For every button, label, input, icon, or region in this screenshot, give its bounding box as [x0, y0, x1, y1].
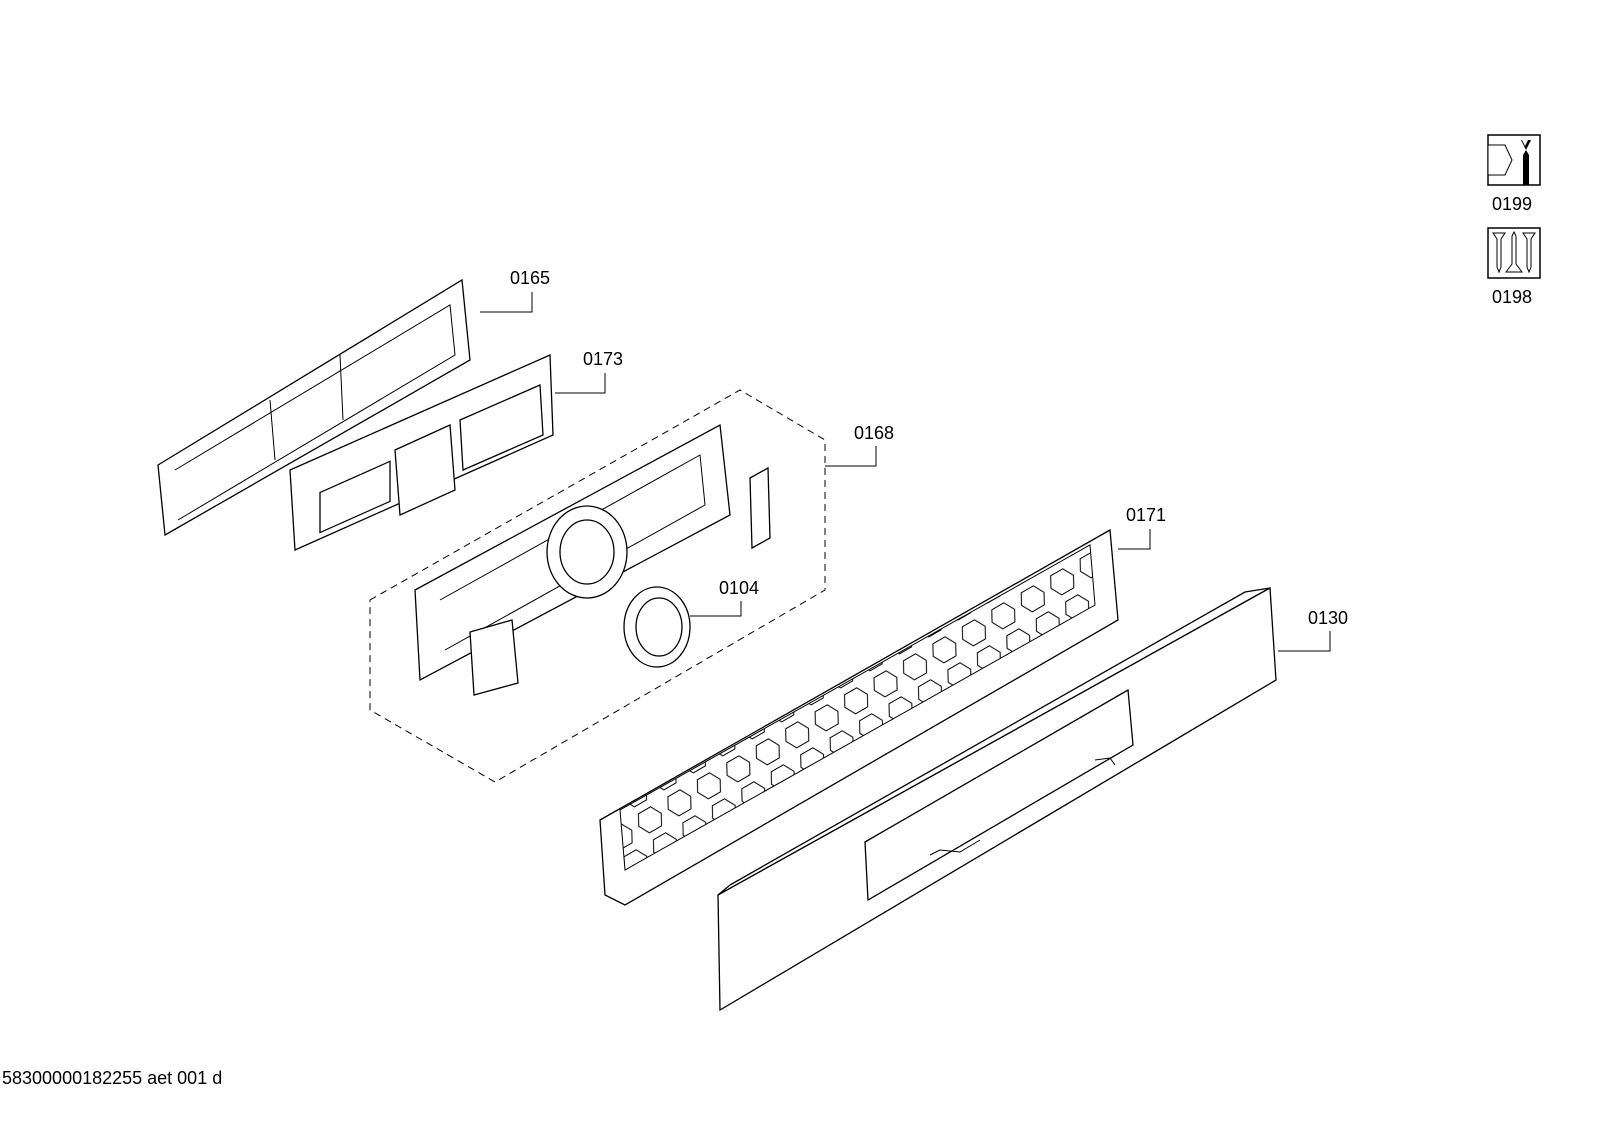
- document-code: 58300000182255 aet 001 d: [2, 1068, 223, 1088]
- icon-label-0198: 0198: [1492, 287, 1532, 307]
- leader-0104: [690, 601, 742, 617]
- part-0104-ring[interactable]: [623, 586, 691, 668]
- part-0171-honeycomb-frame[interactable]: [599, 528, 1119, 906]
- part-label-0168[interactable]: 0168: [854, 423, 894, 443]
- part-0168-control-module[interactable]: [414, 423, 771, 696]
- part-0173-circuit-board[interactable]: [289, 354, 554, 551]
- leader-0173: [555, 373, 606, 394]
- part-label-0165[interactable]: 0165: [510, 268, 550, 288]
- screws-icon[interactable]: [1487, 227, 1541, 279]
- part-label-0173[interactable]: 0173: [583, 349, 623, 369]
- leader-0171: [1118, 529, 1151, 550]
- icon-label-0199: 0199: [1492, 194, 1532, 214]
- part-label-0104[interactable]: 0104: [719, 578, 759, 598]
- part-label-0171[interactable]: 0171: [1126, 505, 1166, 525]
- wrench-nut-icon[interactable]: [1487, 134, 1541, 186]
- leader-0130: [1278, 631, 1331, 652]
- assembly-0168-boundary: [369, 389, 826, 783]
- part-label-0130[interactable]: 0130: [1308, 608, 1348, 628]
- leader-0165: [480, 292, 533, 313]
- leader-0168: [825, 446, 877, 467]
- part-0165-frame[interactable]: [157, 278, 471, 537]
- part-0130-front-panel[interactable]: [717, 586, 1277, 1012]
